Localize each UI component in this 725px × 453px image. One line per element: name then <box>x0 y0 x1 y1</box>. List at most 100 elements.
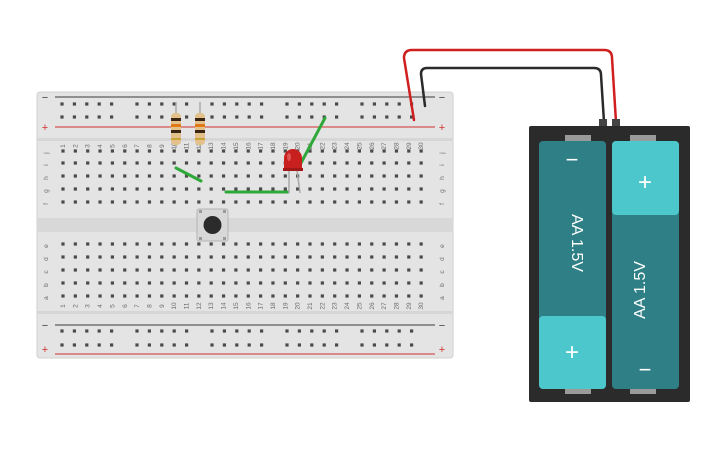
hole-e9[interactable] <box>160 242 164 246</box>
hole-g19[interactable] <box>283 187 287 191</box>
hole-b25[interactable] <box>357 281 361 285</box>
hole-b17[interactable] <box>259 281 263 285</box>
hole-c19[interactable] <box>283 268 287 272</box>
hole-b9[interactable] <box>160 281 164 285</box>
hole-b2[interactable] <box>73 281 77 285</box>
hole-j13[interactable] <box>209 149 213 153</box>
hole-g7[interactable] <box>135 187 139 191</box>
rail-top-neg-hole-4[interactable] <box>97 102 101 106</box>
hole-j15[interactable] <box>234 149 238 153</box>
rail-bottom-pos-hole-8[interactable] <box>160 343 164 347</box>
rail-bottom-neg-hole-10[interactable] <box>185 329 189 333</box>
rail-bottom-pos-hole-15[interactable] <box>260 343 264 347</box>
hole-b19[interactable] <box>283 281 287 285</box>
hole-g16[interactable] <box>246 187 250 191</box>
hole-g27[interactable] <box>382 187 386 191</box>
hole-i26[interactable] <box>370 161 374 165</box>
hole-a4[interactable] <box>98 294 102 298</box>
hole-d5[interactable] <box>110 255 114 259</box>
hole-h11[interactable] <box>184 174 189 178</box>
hole-d12[interactable] <box>197 255 201 259</box>
rail-bottom-pos-hole-16[interactable] <box>285 343 289 347</box>
hole-e1[interactable] <box>61 242 65 246</box>
hole-b5[interactable] <box>110 281 114 285</box>
rail-bottom-pos-hole-1[interactable] <box>60 343 64 347</box>
hole-f20[interactable] <box>296 200 300 204</box>
rail-bottom-neg-hole-6[interactable] <box>135 329 139 333</box>
hole-b7[interactable] <box>135 281 139 285</box>
hole-j25[interactable] <box>357 149 361 153</box>
rail-top-neg-hole-20[interactable] <box>335 102 339 106</box>
hole-g5[interactable] <box>110 187 114 191</box>
hole-i24[interactable] <box>345 161 349 165</box>
hole-d14[interactable] <box>221 255 226 259</box>
red-battery-lead[interactable] <box>402 48 618 124</box>
hole-g17[interactable] <box>259 187 263 191</box>
hole-h17[interactable] <box>259 174 263 178</box>
hole-e2[interactable] <box>73 242 77 246</box>
hole-i23[interactable] <box>333 161 337 165</box>
hole-i3[interactable] <box>86 161 90 165</box>
rail-bottom-pos-hole-11[interactable] <box>210 343 214 347</box>
hole-d23[interactable] <box>333 255 337 259</box>
hole-a11[interactable] <box>184 294 189 298</box>
rail-bottom-pos-hole-22[interactable] <box>372 343 376 347</box>
hole-b27[interactable] <box>382 281 386 285</box>
rail-bottom-pos-hole-18[interactable] <box>310 343 314 347</box>
hole-e19[interactable] <box>283 242 287 246</box>
hole-b24[interactable] <box>345 281 349 285</box>
hole-i5[interactable] <box>110 161 114 165</box>
rail-top-neg-hole-14[interactable] <box>247 102 251 106</box>
hole-j8[interactable] <box>147 149 152 153</box>
hole-f21[interactable] <box>308 200 312 204</box>
hole-f22[interactable] <box>320 200 324 204</box>
hole-e10[interactable] <box>172 242 176 246</box>
hole-a10[interactable] <box>172 294 176 298</box>
rail-bottom-pos-hole-3[interactable] <box>85 343 89 347</box>
hole-i28[interactable] <box>394 161 399 165</box>
rail-top-neg-hole-21[interactable] <box>360 102 364 106</box>
hole-b1[interactable] <box>61 281 65 285</box>
rail-bottom-neg-hole-8[interactable] <box>160 329 164 333</box>
rail-top-neg-hole-7[interactable] <box>147 102 151 106</box>
led[interactable] <box>283 149 303 194</box>
hole-f3[interactable] <box>86 200 90 204</box>
hole-e8[interactable] <box>147 242 152 246</box>
hole-g20[interactable] <box>296 187 300 191</box>
pushbutton-cap[interactable] <box>203 216 222 234</box>
hole-i25[interactable] <box>357 161 361 165</box>
hole-a1[interactable] <box>61 294 65 298</box>
hole-b8[interactable] <box>147 281 152 285</box>
hole-g18[interactable] <box>271 187 275 191</box>
rail-top-neg-hole-16[interactable] <box>285 102 289 106</box>
hole-b10[interactable] <box>172 281 176 285</box>
hole-c22[interactable] <box>320 268 324 272</box>
hole-h3[interactable] <box>86 174 90 178</box>
hole-f16[interactable] <box>246 200 250 204</box>
hole-i15[interactable] <box>234 161 238 165</box>
rail-bottom-pos-hole-4[interactable] <box>97 343 101 347</box>
rail-bottom-pos-hole-13[interactable] <box>235 343 239 347</box>
hole-h2[interactable] <box>73 174 77 178</box>
hole-g8[interactable] <box>147 187 152 191</box>
hole-h30[interactable] <box>419 174 423 178</box>
hole-a15[interactable] <box>234 294 238 298</box>
hole-i13[interactable] <box>209 161 213 165</box>
hole-d17[interactable] <box>259 255 263 259</box>
hole-a25[interactable] <box>357 294 361 298</box>
hole-d29[interactable] <box>407 255 411 259</box>
green-wire-led-to-rail[interactable] <box>299 116 327 165</box>
rail-top-pos-hole-3[interactable] <box>85 115 89 119</box>
hole-h9[interactable] <box>160 174 164 178</box>
rail-top-pos-hole-17[interactable] <box>297 115 301 119</box>
rail-bottom-neg-hole-9[interactable] <box>172 329 176 333</box>
rail-bottom-neg-hole-20[interactable] <box>335 329 339 333</box>
hole-j12[interactable] <box>197 149 201 153</box>
hole-e29[interactable] <box>407 242 411 246</box>
hole-j2[interactable] <box>73 149 77 153</box>
hole-j7[interactable] <box>135 149 139 153</box>
rail-bottom-neg-hole-23[interactable] <box>385 329 389 333</box>
hole-c12[interactable] <box>197 268 201 272</box>
hole-h13[interactable] <box>209 174 213 178</box>
hole-b15[interactable] <box>234 281 238 285</box>
